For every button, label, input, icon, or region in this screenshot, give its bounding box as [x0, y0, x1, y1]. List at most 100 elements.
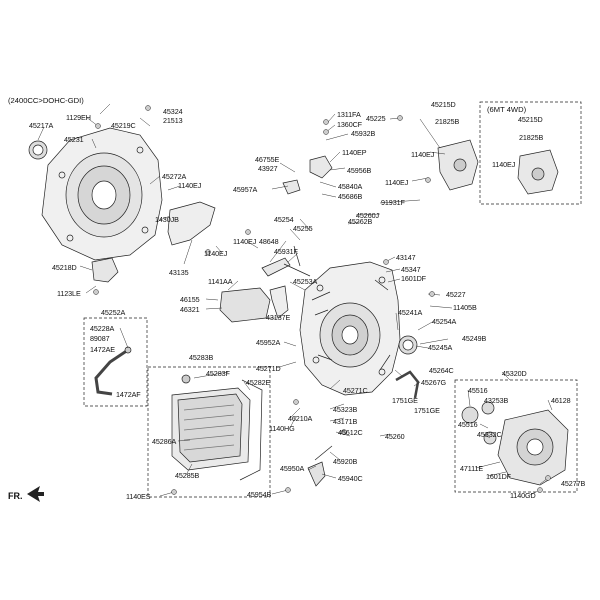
- part-label: 1751GE: [414, 406, 440, 415]
- part-label: 45215D: [518, 115, 543, 124]
- part-label: 45262B: [348, 217, 373, 226]
- part-label: 45271D: [256, 364, 281, 373]
- part-label: 1140HG: [269, 424, 295, 433]
- part-label: 45931F: [274, 247, 298, 256]
- part-label: 1140EJ: [411, 150, 435, 159]
- part-label: 45219C: [111, 121, 136, 130]
- part-label: 45320D: [502, 369, 527, 378]
- part-label: 45957A: [233, 185, 258, 194]
- part-label: 45228A: [90, 324, 115, 333]
- part-label: 45954B: [247, 490, 272, 499]
- part-label: 45612C: [338, 428, 363, 437]
- transfer-case-box: [454, 379, 578, 493]
- part-label: 1751GE: [392, 396, 418, 405]
- part-label: 1129EH: [66, 113, 91, 122]
- part-label: 46321: [180, 305, 200, 314]
- part-label: 46755E: [255, 155, 280, 164]
- part-label: 1140EP: [342, 148, 367, 157]
- part-label: 21513: [163, 116, 183, 125]
- part-label: 21825B: [435, 117, 460, 126]
- part-label: 45686B: [338, 192, 363, 201]
- part-label: 45332C: [477, 430, 502, 439]
- part-label: 45245A: [428, 343, 453, 352]
- part-label: 43147: [396, 253, 416, 262]
- part-label: 45264C: [429, 366, 454, 375]
- detent-lever: [261, 257, 291, 277]
- part-label: 45260: [385, 432, 405, 441]
- part-label: 45252A: [101, 308, 126, 317]
- part-label: 1140GD: [510, 491, 536, 500]
- part-label: 1311FA: [337, 110, 361, 119]
- mount-bracket: [437, 139, 479, 191]
- part-label: 45241A: [398, 308, 423, 317]
- part-label: 45218D: [52, 263, 77, 272]
- front-arrow-icon: [27, 486, 44, 502]
- transfer-case: [497, 409, 569, 486]
- hose-box: [83, 317, 148, 407]
- part-label: 45217A: [29, 121, 54, 130]
- part-label: 45271C: [343, 386, 368, 395]
- part-label: 45231: [64, 135, 84, 144]
- part-label: 45952A: [256, 338, 281, 347]
- part-label: 45285B: [175, 471, 200, 480]
- part-label: 45516: [468, 386, 488, 395]
- part-label: 1472AE: [90, 345, 115, 354]
- bracket: [91, 257, 119, 283]
- part-label: 45282E: [246, 378, 271, 387]
- part-label: 21825B: [519, 133, 544, 142]
- part-label: 43135: [169, 268, 189, 277]
- part-label: 1123LE: [57, 289, 81, 298]
- part-label: 1140EJ: [492, 160, 516, 169]
- part-label: 46155: [180, 295, 200, 304]
- part-label: 45324: [163, 107, 183, 116]
- oil-filter: [219, 287, 271, 323]
- part-label: 47111E: [460, 464, 484, 473]
- part-label: 1472AF: [116, 390, 141, 399]
- part-label: 1140EJ: [385, 178, 409, 187]
- engine-note: (2400CC>DOHC-GDI): [8, 96, 84, 105]
- part-label: 45323B: [333, 405, 358, 414]
- part-label: 45283F: [206, 369, 230, 378]
- part-label: 1430JB: [155, 215, 179, 224]
- part-label: 43171B: [333, 417, 358, 426]
- part-label: 45286A: [152, 437, 177, 446]
- part-label: 45516: [458, 420, 478, 429]
- part-label: 48648: [259, 237, 279, 246]
- part-label: 89087: [90, 334, 110, 343]
- part-label: 45840A: [338, 182, 363, 191]
- part-label: 45254A: [432, 317, 457, 326]
- part-label: 43137E: [266, 313, 291, 322]
- part-label: 45255: [293, 224, 313, 233]
- part-label: 43927: [258, 164, 278, 173]
- part-label: 45920B: [333, 457, 358, 466]
- part-label: 1601DF: [486, 472, 511, 481]
- part-label: 46210A: [288, 414, 313, 423]
- transmission-case: [299, 261, 401, 396]
- part-label: 45347: [401, 265, 421, 274]
- part-label: 45932B: [351, 129, 376, 138]
- part-label: 1140EJ: [204, 249, 228, 258]
- mount-bracket-4wd: [517, 149, 559, 195]
- oil-pan: [171, 379, 263, 481]
- breather-hose: [94, 348, 129, 396]
- mt-4wd-box: [479, 101, 582, 205]
- part-label: 45227: [446, 290, 466, 299]
- oil-pan-box: [147, 366, 271, 498]
- part-label: 45225: [366, 114, 386, 123]
- part-label: 1141AA: [208, 277, 233, 286]
- front-label: FR.: [8, 491, 23, 501]
- part-label: 1140ES: [126, 492, 151, 501]
- part-label: 1360CF: [337, 120, 362, 129]
- oil-cooler-pipe: [395, 370, 420, 399]
- baffle-plate: [167, 201, 216, 246]
- part-label: 11405B: [453, 303, 477, 312]
- part-label: 45272A: [162, 172, 187, 181]
- part-label: 45267G: [421, 378, 446, 387]
- part-label: 1140EJ: [233, 237, 257, 246]
- part-label: 1140EJ: [178, 181, 202, 190]
- part-label: 45215D: [431, 100, 456, 109]
- part-label: 45950A: [280, 464, 305, 473]
- part-label: 45277B: [561, 479, 586, 488]
